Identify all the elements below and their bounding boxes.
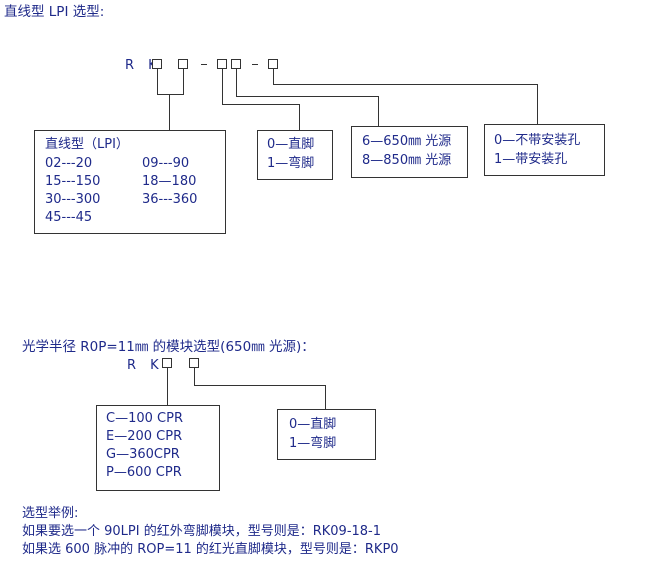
code-slot-1 [152,59,162,69]
cpr-option: C—100 CPR [106,411,183,426]
connector-pin-2 [325,385,326,410]
pin-option-box: 0—直脚 1—弯脚 [257,130,333,180]
connector-pin [222,69,223,105]
section1-code-prefix: R K [125,58,162,73]
connector-hole [273,69,274,85]
lpi-option: 18—180 [142,174,197,189]
section2-title: 光学半径 R0P=11㎜ 的模块选型(650㎜ 光源)： [22,339,315,355]
light-source-option-box: 6—650㎜ 光源 8—850㎜ 光源 [351,126,468,178]
lpi-box-title: 直线型（LPI） [45,137,129,152]
cpr-option: P—600 CPR [106,465,182,480]
cpr-option: G—360CPR [106,447,180,462]
code-slot-3 [217,59,227,69]
pin-option: 1—弯脚 [267,156,315,171]
pin-option: 1—弯脚 [289,436,337,451]
example-line-2: 如果选 600 脉冲的 ROP=11 的红光直脚模块，型号则是：RKP0 [22,542,399,557]
code-slot-4 [231,59,241,69]
lpi-option: 45---45 [45,210,93,225]
mounting-hole-option-box: 0—不带安装孔 1—带安装孔 [484,124,605,176]
light-source-option: 6—650㎜ 光源 [362,134,452,149]
pin-option: 0—直脚 [267,137,315,152]
code-separator-2 [252,64,258,65]
pin-option: 0—直脚 [289,417,337,432]
code-slot-5 [268,59,278,69]
code-slot-cpr [162,358,172,368]
connector-pin [299,104,300,131]
lpi-option: 36---360 [142,192,198,207]
connector-lpi [169,94,170,131]
cpr-option-box: C—100 CPR E—200 CPR G—360CPR P—600 CPR [96,405,220,491]
mounting-hole-option: 0—不带安装孔 [494,133,581,148]
connector-lpi [183,69,184,95]
connector-lpi [157,94,184,95]
lpi-option: 02---20 [45,156,93,171]
connector-lpi [157,69,158,95]
connector-pin [222,104,300,105]
light-source-option: 8—850㎜ 光源 [362,153,452,168]
code-slot-2 [178,59,188,69]
connector-hole [273,84,538,85]
connector-cpr [167,368,168,406]
connector-pin-2 [194,385,326,386]
connector-hole [537,84,538,125]
lpi-option-box: 直线型（LPI） 02---20 09---90 15---150 18—180… [34,130,226,234]
lpi-option: 15---150 [45,174,101,189]
example-line-1: 如果要选一个 90LPI 的红外弯脚模块，型号则是：RK09-18-1 [22,524,382,539]
mounting-hole-option: 1—带安装孔 [494,152,568,167]
code-slot-pin [189,358,199,368]
section1-title: 直线型 LPI 选型: [4,4,105,20]
lpi-option: 09---90 [142,156,190,171]
examples-heading: 选型举例: [22,506,79,521]
cpr-option: E—200 CPR [106,429,183,444]
connector-light [236,69,237,97]
lpi-option: 30---300 [45,192,101,207]
connector-light [236,96,379,97]
connector-light [378,96,379,127]
code-separator-1 [201,64,207,65]
connector-pin-2 [194,368,195,386]
pin-option-box-2: 0—直脚 1—弯脚 [277,409,376,460]
section2-code-prefix: R K [127,358,164,373]
